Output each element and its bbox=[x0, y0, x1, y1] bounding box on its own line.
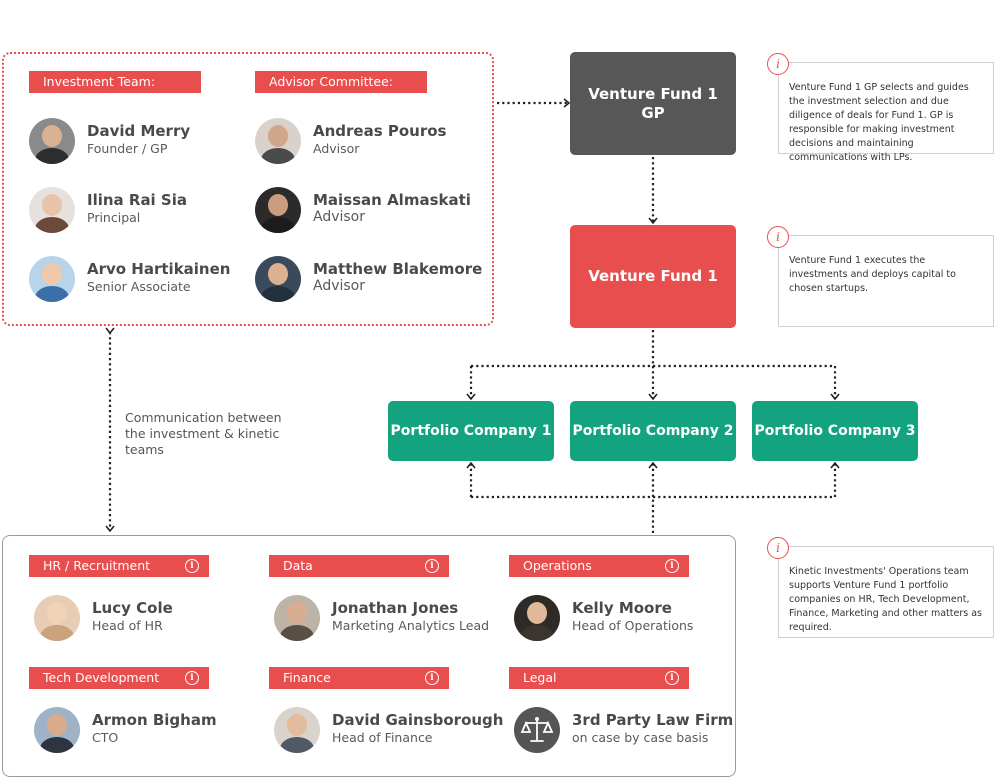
node-portfolio-company-2: Portfolio Company 2 bbox=[570, 401, 736, 461]
tag-tech-development: Tech Development i bbox=[29, 667, 209, 689]
communication-label: Communication between the investment & k… bbox=[125, 410, 282, 457]
member-name: David Gainsborough bbox=[332, 711, 504, 729]
info-icon[interactable]: i bbox=[185, 559, 199, 573]
tag-operations: Operations i bbox=[509, 555, 689, 577]
member-name: Matthew Blakemore bbox=[313, 260, 483, 278]
member-role: Marketing Analytics Lead bbox=[332, 618, 490, 633]
member-role: Principal bbox=[87, 210, 141, 225]
member-name: Ilina Rai Sia bbox=[87, 191, 187, 209]
note-fund: Venture Fund 1 executes the investments … bbox=[778, 235, 994, 327]
member-role: Advisor bbox=[313, 209, 366, 225]
info-icon[interactable]: i bbox=[425, 671, 439, 685]
member-name: Maissan Almaskati bbox=[313, 191, 471, 209]
info-icon[interactable]: i bbox=[425, 559, 439, 573]
avatar bbox=[255, 118, 301, 164]
member-role: on case by case basis bbox=[572, 730, 709, 745]
investment-advisor-box bbox=[2, 52, 494, 326]
member-role: Senior Associate bbox=[87, 279, 191, 294]
info-icon: i bbox=[767, 226, 789, 248]
note-gp: Venture Fund 1 GP selects and guides the… bbox=[778, 62, 994, 163]
avatar bbox=[29, 256, 75, 302]
note-operations: Kinetic Investments' Operations team sup… bbox=[778, 546, 994, 638]
member-role: Advisor bbox=[313, 141, 360, 156]
tag-label: Tech Development bbox=[43, 670, 160, 685]
tag-legal: Legal i bbox=[509, 667, 689, 689]
node-venture-fund: Venture Fund 1 bbox=[570, 225, 736, 328]
info-icon: i bbox=[767, 53, 789, 75]
tag-hr-recruitment: HR / Recruitment i bbox=[29, 555, 209, 577]
member-name: 3rd Party Law Firm bbox=[572, 711, 734, 729]
member-role: Head of HR bbox=[92, 618, 163, 633]
info-icon[interactable]: i bbox=[185, 671, 199, 685]
member-role: CTO bbox=[92, 730, 119, 745]
member-role: Head of Finance bbox=[332, 730, 433, 745]
member-name: Kelly Moore bbox=[572, 599, 672, 617]
member-name: Andreas Pouros bbox=[313, 122, 447, 140]
avatar bbox=[255, 256, 301, 302]
tag-label: Finance bbox=[283, 670, 331, 685]
member-name: Armon Bigham bbox=[92, 711, 217, 729]
member-role: Advisor bbox=[313, 278, 366, 294]
avatar bbox=[34, 595, 80, 641]
avatar bbox=[29, 118, 75, 164]
tag-finance: Finance i bbox=[269, 667, 449, 689]
operations-box bbox=[2, 535, 736, 777]
investment-team-label: Investment Team: bbox=[29, 71, 201, 93]
advisor-committee-label: Advisor Committee: bbox=[255, 71, 427, 93]
tag-label: Operations bbox=[523, 558, 592, 573]
avatar bbox=[255, 187, 301, 233]
node-portfolio-company-3: Portfolio Company 3 bbox=[752, 401, 918, 461]
tag-label: HR / Recruitment bbox=[43, 558, 151, 573]
scales-icon bbox=[514, 707, 560, 753]
node-venture-fund-gp: Venture Fund 1 GP bbox=[570, 52, 736, 155]
info-icon: i bbox=[767, 537, 789, 559]
node-portfolio-company-1: Portfolio Company 1 bbox=[388, 401, 554, 461]
avatar bbox=[274, 595, 320, 641]
avatar bbox=[514, 595, 560, 641]
member-role: Head of Operations bbox=[572, 618, 694, 633]
tag-label: Data bbox=[283, 558, 313, 573]
member-name: Jonathan Jones bbox=[332, 599, 459, 617]
tag-label: Legal bbox=[523, 670, 557, 685]
tag-data: Data i bbox=[269, 555, 449, 577]
member-name: Arvo Hartikainen bbox=[87, 260, 231, 278]
member-name: Lucy Cole bbox=[92, 599, 173, 617]
avatar bbox=[274, 707, 320, 753]
member-name: David Merry bbox=[87, 122, 191, 140]
info-icon[interactable]: i bbox=[665, 671, 679, 685]
info-icon[interactable]: i bbox=[665, 559, 679, 573]
member-role: Founder / GP bbox=[87, 141, 168, 156]
avatar bbox=[34, 707, 80, 753]
avatar bbox=[29, 187, 75, 233]
